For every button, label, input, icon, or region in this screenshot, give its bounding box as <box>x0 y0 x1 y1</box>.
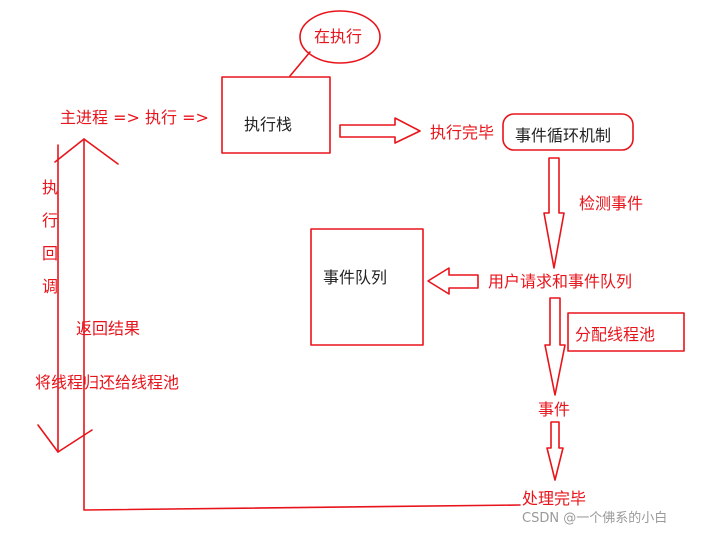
allocate-pool-box <box>567 312 685 352</box>
detect-events-label: 检测事件 <box>579 194 644 213</box>
running-bubble-label: 在执行 <box>314 27 363 46</box>
allocate-pool-label: 分配线程池 <box>575 325 656 344</box>
return-path-line <box>83 138 521 511</box>
user-request-label: 用户请求和事件队列 <box>488 272 633 291</box>
event-loop-label: 事件循环机制 <box>515 126 612 145</box>
stack-to-done-arrow <box>339 117 421 144</box>
request-to-queue-arrow <box>427 267 479 295</box>
event-queue-box <box>310 228 424 346</box>
return-result-label: 返回结果 <box>76 319 141 338</box>
exec-done-label: 执行完毕 <box>430 123 495 142</box>
exec-callback-char: 调 <box>41 277 58 296</box>
exec-callback-char: 执 <box>41 178 58 197</box>
exec-stack-box <box>221 76 331 154</box>
event-label: 事件 <box>538 400 571 419</box>
loop-to-request-arrow <box>543 157 565 269</box>
exec-callback-char: 行 <box>41 211 58 230</box>
callback-down-arrowhead <box>37 424 93 453</box>
main-thread-label: 主进程 => 执行 => <box>60 108 209 127</box>
event-to-done-arrow <box>546 421 564 481</box>
csdn-watermark: CSDN @一个佛系的小白 <box>522 511 668 526</box>
request-to-event-arrow <box>544 297 566 396</box>
exec-stack-label: 执行栈 <box>244 115 293 134</box>
bubble-tail <box>289 51 311 77</box>
event-loop-box <box>502 113 634 151</box>
return-up-arrowhead <box>54 138 119 165</box>
event-queue-box-label: 事件队列 <box>323 268 388 287</box>
exec-callback-vertical-label: 执 行 回 调 <box>40 178 60 310</box>
running-bubble <box>299 10 381 64</box>
processing-done-label: 处理完毕 <box>522 489 587 508</box>
return-thread-label: 将线程归还给线程池 <box>35 373 180 392</box>
exec-callback-char: 回 <box>41 244 58 263</box>
